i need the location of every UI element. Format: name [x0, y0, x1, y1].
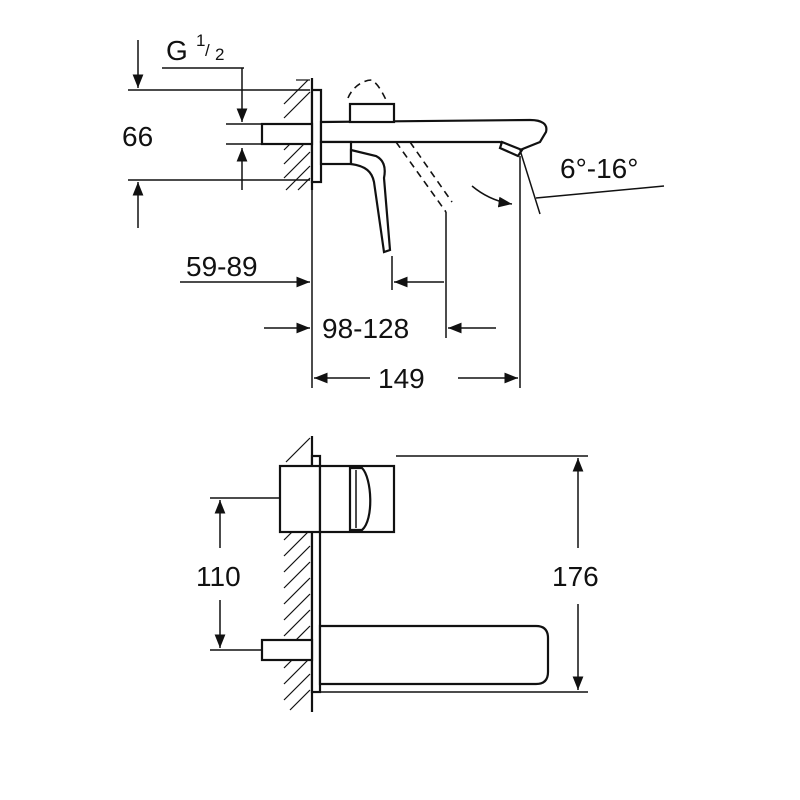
handle-lever: [349, 148, 392, 254]
dim-spacing-110: 110: [196, 561, 241, 592]
side-view: [128, 40, 665, 388]
angle-arc: [471, 185, 513, 208]
dim-angle: 6°-16°: [560, 153, 638, 184]
angle-leader: [519, 149, 541, 215]
front-spout-pipe: [260, 638, 314, 662]
dim-total-149: 149: [378, 363, 425, 394]
mixer-handle-grip: [348, 466, 372, 532]
angle-leader-2: [535, 185, 665, 199]
dim-reach-98-128: 98-128: [322, 313, 409, 344]
front-wall-plate: [310, 454, 322, 694]
dim-height-66: 66: [122, 121, 153, 152]
thread-fraction-num: 1: [196, 31, 205, 50]
lever-base: [348, 102, 396, 124]
handle-swing-position: [395, 141, 447, 213]
front-spout: [318, 624, 550, 686]
mixer-housing: [278, 464, 322, 534]
thread-label: G: [166, 35, 188, 66]
mixer-body: [319, 140, 353, 166]
thread-fraction-slash: /: [205, 41, 210, 60]
wall-plate: [310, 88, 323, 184]
front-view: [210, 436, 588, 712]
aerator: [498, 140, 524, 158]
lever-up-position: [347, 79, 389, 105]
inlet-pipe: [260, 122, 314, 146]
dim-mount-59-89: 59-89: [186, 251, 258, 282]
thread-fraction-den: 2: [215, 45, 224, 64]
handle-swing-position-2: [409, 141, 453, 203]
dim-height-176: 176: [552, 561, 599, 592]
